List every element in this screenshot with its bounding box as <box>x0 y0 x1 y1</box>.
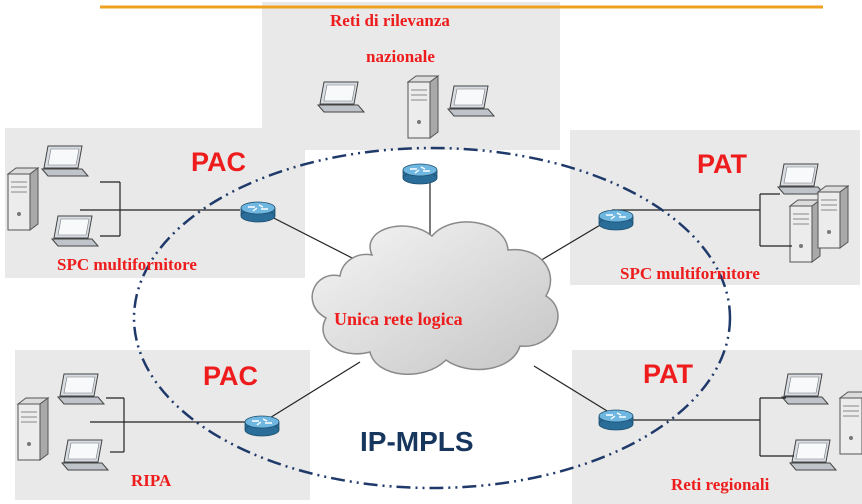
laptop-icon <box>447 85 495 117</box>
lan-wiring <box>612 397 794 457</box>
lan-wiring <box>612 193 792 247</box>
router-icon <box>240 201 276 223</box>
laptop-icon <box>777 163 825 195</box>
national-title-line1: Reti di rilevanza <box>330 11 450 30</box>
bottom-right-caption: Reti regionali <box>671 475 770 494</box>
server-icon <box>7 167 39 231</box>
server-icon <box>17 397 49 461</box>
cloud-label: Unica rete logica <box>334 309 463 329</box>
laptop-icon <box>57 373 105 405</box>
ip-mpls-label: IP-MPLS <box>360 426 474 457</box>
router-icon <box>402 163 438 185</box>
laptop-icon <box>51 215 99 247</box>
router-icon <box>598 409 634 431</box>
pac-bottom-left-label: PAC <box>203 361 259 391</box>
laptop-icon <box>789 439 837 471</box>
top-left-caption: SPC multifornitore <box>57 255 197 274</box>
server-icon <box>407 75 439 139</box>
router-icon <box>244 415 280 437</box>
pac-top-left-label: PAC <box>191 147 247 177</box>
national-title-line2: nazionale <box>366 47 435 66</box>
lan-wiring <box>80 181 240 237</box>
laptop-icon <box>317 81 365 113</box>
server-icon <box>817 185 849 249</box>
server-icon <box>839 391 862 455</box>
server-icon <box>789 199 821 263</box>
pat-bottom-right-label: PAT <box>643 359 693 389</box>
router-icon <box>598 209 634 231</box>
lan-wiring <box>90 397 258 453</box>
logical-network-cloud <box>311 221 559 376</box>
laptop-icon <box>781 373 829 405</box>
laptop-icon <box>61 439 109 471</box>
bottom-left-caption: RIPA <box>131 471 172 490</box>
laptop-icon <box>41 145 89 177</box>
top-right-caption: SPC multifornitore <box>620 264 760 283</box>
ip-mpls-boundary <box>132 146 732 490</box>
pat-top-right-label: PAT <box>697 149 747 179</box>
